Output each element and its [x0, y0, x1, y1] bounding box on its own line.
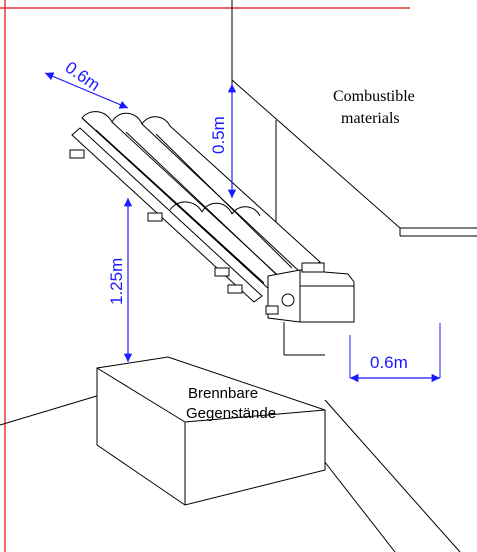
brennbare-label-line1: Brennbare — [188, 385, 258, 402]
dim-floor-label: 1.25m — [107, 258, 126, 305]
combustible-label-line2: materials — [341, 110, 400, 127]
dim-ceiling-label: 0.5m — [209, 116, 228, 154]
combustible-box — [96, 356, 326, 506]
brennbare-label-line2: Gegenstände — [186, 405, 276, 422]
dim-side-label: 0.6m — [370, 353, 408, 372]
combustible-label-line1: Combustible — [333, 88, 415, 105]
page-border — [0, 0, 410, 552]
dim-top-width-line — [44, 72, 129, 109]
dimension-lines — [44, 72, 441, 383]
